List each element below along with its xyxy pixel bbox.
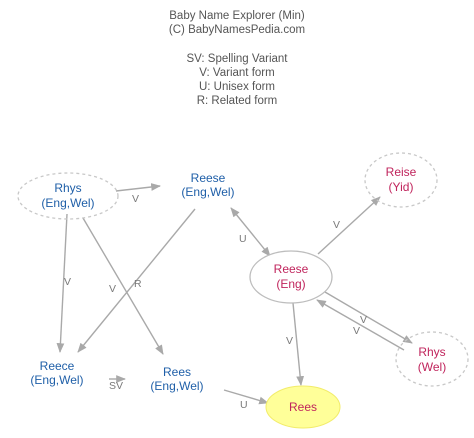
- edge-label-reese-reese-eng: U: [239, 233, 247, 245]
- node-rhys-engwel-origin: (Eng,Wel): [41, 196, 94, 210]
- node-rhys-wel-origin: (Wel): [418, 360, 446, 374]
- header: Baby Name Explorer (Min) (C) BabyNamesPe…: [0, 9, 474, 37]
- node-reise-yid-name: Reise: [386, 165, 417, 179]
- legend-r: R: Related form: [196, 95, 278, 107]
- node-rees-current-name: Rees: [289, 400, 317, 414]
- edge-label-reese-eng-reise: V: [333, 219, 340, 231]
- edge-label-rhys-reece: V: [64, 276, 71, 288]
- node-reece-engwel-name: Reece: [40, 359, 75, 373]
- edge-reese-eng-rees: [292, 302, 305, 386]
- node-reece-engwel[interactable]: Reece (Eng,Wel): [30, 359, 83, 387]
- node-reese-eng-origin: (Eng): [276, 277, 305, 291]
- edge-rhys-reese: [115, 183, 161, 192]
- edge-label-rhys-reese: V: [132, 193, 139, 205]
- node-rees-engwel-name: Rees: [163, 365, 191, 379]
- node-rhys-wel-name: Rhys: [418, 345, 445, 359]
- node-reese-eng-name: Reese: [274, 262, 309, 276]
- edges: V V V R U V V V V SV U: [56, 183, 413, 411]
- node-rhys-engwel-name: Rhys: [54, 181, 81, 195]
- edge-rhys-reece: [56, 213, 68, 353]
- node-reece-engwel-origin: (Eng,Wel): [30, 373, 83, 387]
- node-reese-engwel[interactable]: Reese (Eng,Wel): [181, 171, 234, 199]
- edge-label-rees-reece: R: [134, 278, 142, 290]
- node-reese-eng[interactable]: Reese (Eng): [249, 250, 333, 304]
- node-reise-yid[interactable]: Reise (Yid): [364, 152, 438, 208]
- node-reese-engwel-origin: (Eng,Wel): [181, 185, 234, 199]
- node-rhys-wel[interactable]: Rhys (Wel): [395, 331, 469, 387]
- edge-rees-engwel-rees: [223, 389, 269, 405]
- app-title: Baby Name Explorer (Min): [169, 10, 305, 22]
- edge-label-rhys-wel-reese-eng: V: [353, 325, 360, 337]
- node-rees-current[interactable]: Rees: [265, 385, 341, 429]
- edge-reese-reese-eng: [230, 207, 271, 257]
- legend-v: V: Variant form: [199, 67, 275, 79]
- legend-u: U: Unisex form: [198, 81, 276, 93]
- node-rees-engwel-origin: (Eng,Wel): [150, 379, 203, 393]
- copyright: (C) BabyNamesPedia.com: [168, 24, 306, 36]
- node-rees-engwel[interactable]: Rees (Eng,Wel): [150, 365, 203, 393]
- node-reese-engwel-name: Reese: [191, 171, 226, 185]
- node-reise-yid-origin: (Yid): [389, 180, 414, 194]
- edge-rees-reece: [77, 208, 196, 353]
- edge-rhys-rees: [82, 217, 164, 355]
- edge-label-reese-eng-rhys-wel: V: [360, 314, 367, 326]
- edge-reese-eng-reise: [317, 196, 381, 255]
- legend: SV: Spelling Variant V: Variant form U: …: [0, 52, 474, 108]
- edge-label-rees-engwel-rees: U: [240, 399, 248, 411]
- edge-label-reese-eng-rees: V: [286, 335, 293, 347]
- edge-label-reece-rees: SV: [109, 380, 123, 392]
- edge-label-rhys-rees: V: [109, 283, 116, 295]
- node-rhys-engwel[interactable]: Rhys (Eng,Wel): [17, 172, 119, 220]
- edge-rhys-wel-reese-eng: [316, 299, 405, 351]
- legend-sv: SV: Spelling Variant: [186, 53, 288, 65]
- edge-reese-eng-rhys-wel: [324, 291, 413, 344]
